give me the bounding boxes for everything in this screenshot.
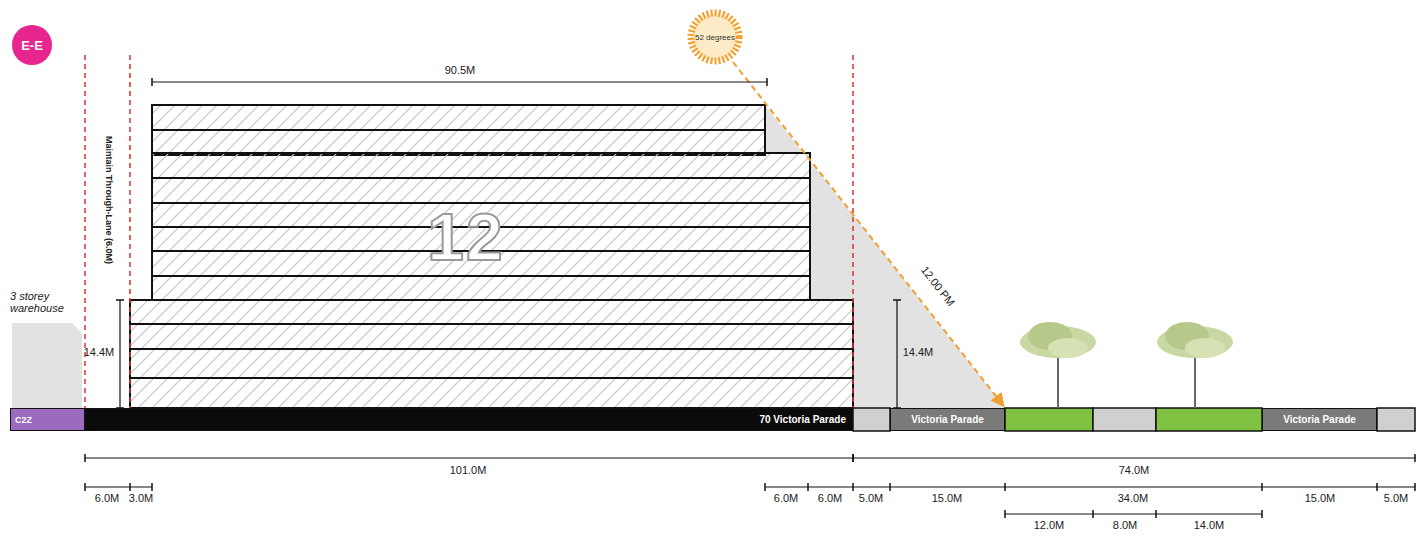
dimension-tick	[766, 78, 768, 86]
dimension-label: 14.4M	[84, 346, 115, 358]
lane-note: Maintain Through-Lane (6.0M)	[103, 136, 113, 264]
dimension-tick	[1155, 510, 1157, 518]
dimension-tick	[1261, 483, 1263, 491]
dimension-tick	[852, 483, 854, 491]
floor-slab	[152, 276, 810, 300]
building-note: 3 storey warehouse	[10, 290, 70, 314]
dimension-tick	[151, 483, 153, 491]
dimension-label: 5.0M	[1384, 492, 1408, 504]
node-text: Victoria Parade	[1283, 414, 1356, 425]
dimension-tick	[151, 78, 153, 86]
floor-slab	[152, 153, 810, 178]
dimension-tick	[893, 299, 901, 301]
dimension-lines	[85, 78, 1415, 518]
building-floors	[130, 105, 853, 408]
dimension-tick	[116, 299, 124, 301]
dimension-label: 8.0M	[1113, 519, 1137, 531]
dimension-tick	[129, 483, 131, 491]
dimension-label: 14.4M	[903, 346, 934, 358]
dimension-tick	[807, 483, 809, 491]
dimension-line	[1005, 513, 1262, 514]
dimension-line	[853, 457, 1415, 458]
node-text: 52 degrees	[695, 33, 735, 42]
building-block: 12	[152, 105, 810, 408]
dimension-label: 14.0M	[1194, 519, 1225, 531]
dimension-tick	[1376, 483, 1378, 491]
dimension-label: 6.0M	[95, 492, 119, 504]
dimension-tick	[1004, 483, 1006, 491]
floor-slab	[152, 130, 765, 155]
boundary-line	[852, 55, 854, 408]
median-green	[1156, 408, 1262, 431]
dimension-label: 34.0M	[1118, 492, 1149, 504]
road-box: Victoria Parade	[1262, 408, 1377, 431]
dimension-tick	[1414, 454, 1416, 462]
tram-lane	[1093, 408, 1156, 431]
dimension-label: 12.0M	[1034, 519, 1065, 531]
road-box: Victoria Parade	[890, 408, 1005, 431]
dimension-label: 6.0M	[818, 492, 842, 504]
dimension-tick	[1414, 483, 1416, 491]
dimension-tick	[852, 454, 854, 462]
dimension-line	[119, 300, 120, 408]
dimension-tick	[1004, 510, 1006, 518]
section-marker-label: E-E	[12, 25, 52, 65]
tree	[1020, 322, 1096, 408]
floor-slab	[130, 324, 853, 349]
dimension-line	[152, 81, 767, 82]
footpath	[853, 408, 890, 431]
sun-angle-line	[733, 62, 1003, 405]
section-marker	[12, 25, 52, 65]
dimension-label: 3.0M	[129, 492, 153, 504]
dimension-line	[85, 486, 152, 487]
dimension-tick	[84, 454, 86, 462]
site-bar: 70 Victoria Parade	[85, 408, 853, 431]
node-text: C2Z	[15, 415, 32, 425]
node-text: 12	[427, 204, 504, 270]
footpath	[1377, 408, 1415, 431]
dimension-tick	[84, 483, 86, 491]
time-note: 12.00 PM	[919, 264, 958, 309]
floor-slab	[152, 105, 765, 130]
boundary-line	[129, 55, 131, 408]
dimension-tick	[889, 483, 891, 491]
node-text: Victoria Parade	[911, 414, 984, 425]
dimension-tick	[852, 454, 854, 462]
floor-slab	[130, 378, 853, 408]
dimension-tick	[1092, 510, 1094, 518]
median-green	[1005, 408, 1093, 431]
floor-slab	[130, 349, 853, 378]
sun-symbol-label: 52 degrees	[690, 12, 740, 62]
dimension-label: 15.0M	[1305, 492, 1336, 504]
dimension-label: 101.0M	[450, 464, 487, 476]
warehouse-block	[12, 323, 82, 408]
dimension-tick	[764, 483, 766, 491]
node-text: E-E	[21, 38, 43, 53]
dimension-label: 15.0M	[932, 492, 963, 504]
sun-symbol	[691, 13, 739, 61]
floor-slab	[152, 178, 810, 203]
dimension-label: 90.5M	[445, 64, 476, 76]
node-text: 70 Victoria Parade	[759, 414, 846, 425]
tree	[1157, 322, 1233, 408]
dimension-label: 6.0M	[774, 492, 798, 504]
dimension-line	[896, 300, 897, 408]
floor-slab	[130, 300, 853, 324]
dimension-tick	[1261, 510, 1263, 518]
dimension-line	[765, 486, 1415, 487]
zone-box: C2Z	[10, 408, 85, 431]
dimension-label: 74.0M	[1119, 464, 1150, 476]
dimension-label: 5.0M	[859, 492, 883, 504]
dimension-line	[85, 457, 853, 458]
